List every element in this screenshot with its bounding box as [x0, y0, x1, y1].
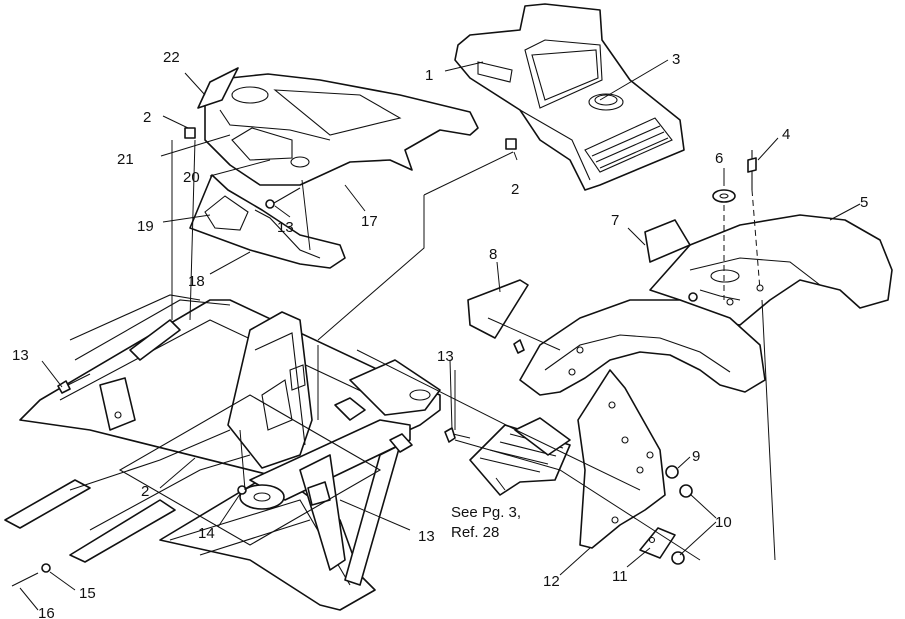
reference-note-line-2: Ref. 28 — [451, 524, 499, 541]
frame-assembly — [4, 294, 441, 611]
bolt-part-13-upper-right — [513, 339, 525, 354]
callout-16: 16 — [38, 605, 55, 619]
front-fender — [519, 299, 766, 396]
lower-panel-part-18 — [189, 174, 346, 269]
reference-note-line-1: See Pg. 3, — [451, 504, 521, 521]
callout-18: 18 — [188, 273, 205, 290]
footrest-assembly — [469, 417, 571, 496]
callout-19: 19 — [137, 218, 154, 235]
rear-fender-part-5 — [649, 214, 893, 326]
nut-part-14 — [237, 485, 247, 495]
bolt-part-13-upper — [265, 187, 301, 209]
clip-part-2-left — [184, 127, 196, 139]
callout-22: 22 — [163, 49, 180, 66]
callout-1: 1 — [425, 67, 433, 84]
callout-2-left: 2 — [143, 109, 151, 126]
callout-13-left: 13 — [12, 347, 29, 364]
callout-14: 14 — [198, 525, 215, 542]
fender-bracket-part-12 — [577, 369, 666, 549]
front-cowl-part-17 — [204, 73, 479, 186]
callout-10: 10 — [715, 514, 732, 531]
callout-7: 7 — [611, 212, 619, 229]
bolt-part-13-left — [57, 373, 91, 394]
front-console-part-3 — [454, 3, 685, 191]
nut-part-10-b — [671, 551, 685, 565]
callout-17: 17 — [361, 213, 378, 230]
nut-part-9 — [665, 465, 679, 479]
callout-12: 12 — [543, 573, 560, 590]
plate-part-11 — [639, 527, 676, 559]
decal-part-7 — [644, 219, 691, 263]
bolt-part-4 — [747, 150, 757, 190]
clip-part-2-center — [505, 138, 517, 150]
nut-part-15 — [41, 563, 51, 573]
bolt-part-13-right — [444, 427, 471, 443]
callout-2-frame: 2 — [141, 483, 149, 500]
washer-part-6 — [712, 189, 736, 203]
callout-9: 9 — [692, 448, 700, 465]
callout-2-center: 2 — [511, 181, 519, 198]
callout-13-upper: 13 — [277, 219, 294, 236]
callout-8: 8 — [489, 246, 497, 263]
callout-4: 4 — [782, 126, 790, 143]
bolt-part-16 — [11, 572, 39, 587]
callout-11: 11 — [612, 568, 628, 585]
tab-part-22 — [197, 67, 239, 109]
callout-6: 6 — [715, 150, 723, 167]
callout-13-right: 13 — [437, 348, 454, 365]
callout-20: 20 — [183, 169, 200, 186]
decal-part-8 — [467, 279, 529, 339]
callout-5: 5 — [860, 194, 868, 211]
callout-21: 21 — [117, 151, 134, 168]
nut-part-10-a — [679, 484, 693, 498]
callout-3: 3 — [672, 51, 680, 68]
callout-15: 15 — [79, 585, 96, 602]
callout-13-lower: 13 — [418, 528, 435, 545]
